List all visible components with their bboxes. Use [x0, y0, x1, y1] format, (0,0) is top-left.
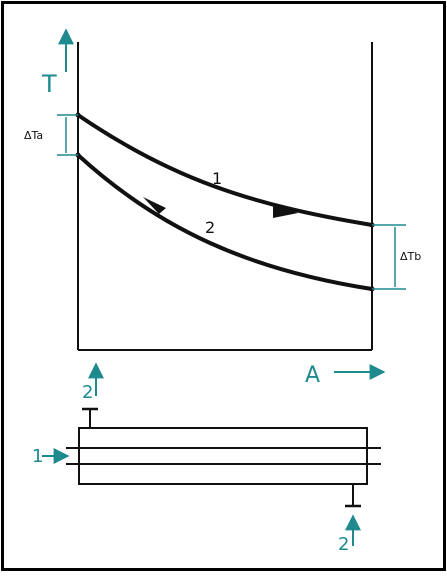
curve-2-label: 2: [205, 218, 215, 237]
delta-tb-label: ΔTb: [400, 250, 421, 263]
curve-1-direction-arrow: [273, 204, 298, 218]
curve-1: [76, 113, 373, 227]
delta-ta-label: ΔTa: [24, 129, 43, 142]
a-axis-label: A: [305, 363, 320, 388]
t-axis-label: T: [41, 70, 57, 98]
shell-outline: [78, 427, 368, 485]
inlet-left-label: 1: [32, 446, 43, 467]
curve-1-label: 1: [212, 169, 222, 188]
inlet-top-label: 2: [82, 382, 93, 403]
curve-2: [76, 153, 373, 291]
inlet-bottom-label: 2: [338, 534, 349, 555]
curve-2-direction-arrow: [143, 197, 166, 214]
